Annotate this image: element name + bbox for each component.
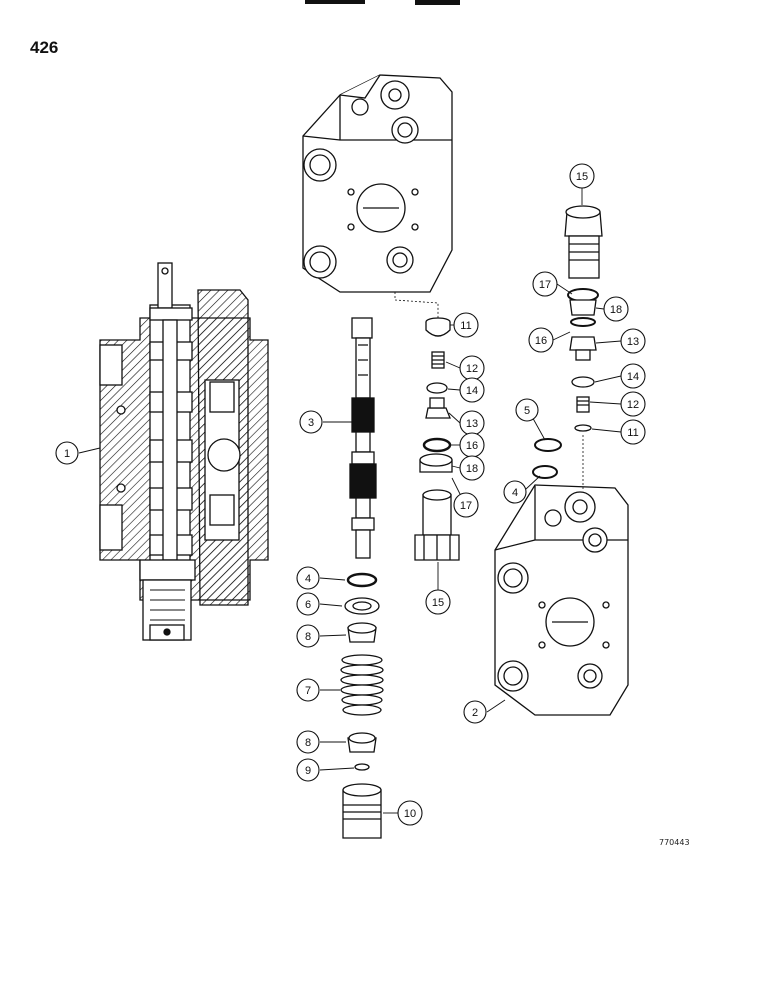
svg-text:3: 3 — [308, 417, 314, 429]
svg-text:6: 6 — [305, 599, 311, 611]
svg-text:16: 16 — [535, 335, 547, 347]
centering-spring-parts — [340, 572, 384, 839]
callout-leaders — [78, 188, 622, 814]
svg-text:13: 13 — [466, 418, 478, 430]
callout-15-right: 15 — [569, 163, 595, 189]
svg-text:8: 8 — [305, 631, 311, 643]
callout-18-middle: 18 — [459, 455, 485, 481]
svg-text:13: 13 — [627, 336, 639, 348]
callout-10: 10 — [397, 800, 423, 826]
callout-13-right: 13 — [620, 328, 646, 354]
callout-11-middle: 11 — [453, 312, 479, 338]
svg-text:18: 18 — [466, 463, 478, 475]
svg-text:11: 11 — [460, 320, 471, 332]
svg-text:12: 12 — [466, 363, 478, 375]
svg-text:15: 15 — [576, 171, 588, 183]
callout-12-right: 12 — [620, 391, 646, 417]
svg-text:12: 12 — [627, 399, 639, 411]
callout-11-right: 11 — [620, 419, 646, 445]
svg-text:17: 17 — [460, 500, 472, 512]
callout-17-right: 17 — [532, 271, 558, 297]
svg-text:14: 14 — [466, 385, 478, 397]
lower-valve-body — [494, 484, 629, 716]
svg-text:8: 8 — [305, 737, 311, 749]
callout-8-lower: 8 — [296, 730, 320, 754]
callout-17-middle: 17 — [453, 492, 479, 518]
callout-2: 2 — [463, 700, 487, 724]
callout-1: 1 — [55, 441, 79, 465]
callout-6: 6 — [296, 592, 320, 616]
callout-14-right: 14 — [620, 363, 646, 389]
svg-text:11: 11 — [627, 427, 638, 439]
svg-text:16: 16 — [466, 440, 478, 452]
relief-valve-parts-right — [532, 205, 603, 479]
callout-8-upper: 8 — [296, 624, 320, 648]
callout-18-right: 18 — [603, 296, 629, 322]
callout-15-middle: 15 — [425, 589, 451, 615]
page-number: 426 — [30, 38, 59, 57]
top-clipped-heading — [200, 0, 580, 8]
figure-reference: 770443 — [659, 838, 690, 847]
svg-text:9: 9 — [305, 765, 311, 777]
relief-valve-parts-middle — [414, 317, 460, 561]
callout-4-spool: 4 — [296, 566, 320, 590]
svg-text:10: 10 — [404, 808, 416, 820]
callout-7: 7 — [296, 678, 320, 702]
upper-valve-body — [302, 74, 453, 293]
svg-text:5: 5 — [524, 405, 530, 417]
svg-text:4: 4 — [305, 573, 311, 585]
svg-text:17: 17 — [539, 279, 551, 291]
svg-text:1: 1 — [64, 448, 70, 460]
callout-3: 3 — [299, 410, 323, 434]
callout-9: 9 — [296, 758, 320, 782]
spool — [349, 317, 377, 559]
svg-text:18: 18 — [610, 304, 622, 316]
callout-13-middle: 13 — [459, 410, 485, 436]
callout-5: 5 — [515, 398, 539, 422]
svg-text:2: 2 — [472, 707, 478, 719]
callout-4-right: 4 — [503, 480, 527, 504]
svg-text:7: 7 — [305, 685, 311, 697]
callout-16-right: 16 — [528, 327, 554, 353]
callout-14-middle: 14 — [459, 377, 485, 403]
valve-cross-section — [99, 262, 269, 641]
svg-text:4: 4 — [512, 487, 518, 499]
callout-12-middle: 12 — [459, 355, 485, 381]
callout-16-middle: 16 — [459, 432, 485, 458]
svg-text:15: 15 — [432, 597, 444, 609]
svg-text:14: 14 — [627, 371, 639, 383]
